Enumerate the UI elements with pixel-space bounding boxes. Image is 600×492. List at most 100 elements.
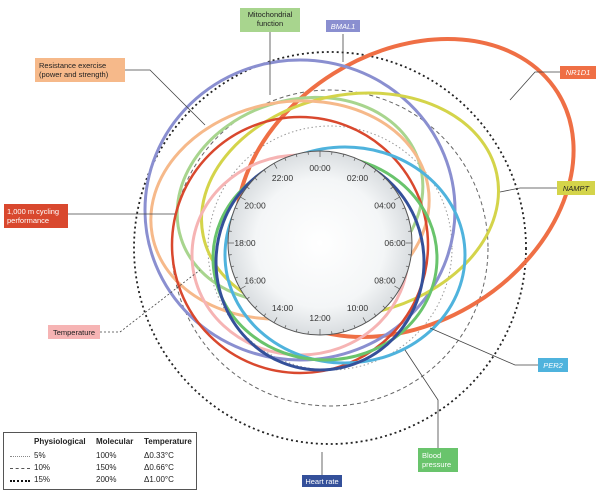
legend-header-physiological: Physiological bbox=[34, 437, 86, 446]
hour-label: 08:00 bbox=[374, 276, 396, 286]
legend-swatch-dotted bbox=[10, 456, 30, 457]
clock-tick bbox=[284, 157, 287, 161]
label-nampt: NAMPT bbox=[563, 184, 591, 193]
clock-tick bbox=[353, 325, 356, 329]
clock-tick bbox=[284, 325, 287, 329]
leader-nr1d1 bbox=[509, 71, 560, 101]
label-heart: Heart rate bbox=[305, 477, 338, 486]
leader-per2 bbox=[429, 327, 538, 366]
clock-tick bbox=[394, 285, 400, 290]
clock-tick bbox=[394, 196, 400, 201]
clock-tick bbox=[373, 169, 377, 173]
clock-tick bbox=[246, 296, 250, 300]
clock-tick bbox=[263, 169, 267, 173]
clock-tick bbox=[234, 276, 238, 279]
label-temperature: Temperature bbox=[53, 328, 95, 337]
clock-tick bbox=[405, 218, 409, 221]
label-box-per2 bbox=[538, 358, 568, 372]
clock-tick bbox=[273, 163, 278, 169]
legend-temp-033: Δ0.33°C bbox=[144, 451, 174, 460]
hour-label: 10:00 bbox=[347, 303, 369, 313]
clock-tick bbox=[382, 177, 386, 181]
clock-tick bbox=[295, 154, 298, 158]
hour-label: 20:00 bbox=[244, 201, 266, 211]
hour-label: 06:00 bbox=[384, 238, 406, 248]
clock-tick bbox=[342, 328, 345, 332]
hour-label: 02:00 bbox=[347, 173, 369, 183]
clock-tick bbox=[263, 313, 267, 317]
legend-row-dashed: 10% 150% Δ0.66°C bbox=[4, 463, 196, 474]
legend-row-heavy-dotted: 15% 200% Δ1.00°C bbox=[4, 475, 196, 486]
legend-molecular-150: 150% bbox=[96, 463, 117, 472]
clock-tick bbox=[254, 305, 258, 309]
legend-temp-066: Δ0.66°C bbox=[144, 463, 174, 472]
legend-header: Physiological Molecular Temperature bbox=[4, 437, 196, 448]
legend-temp-100: Δ1.00°C bbox=[144, 475, 174, 484]
label-box-bmal1 bbox=[326, 20, 360, 32]
legend-physio-5: 5% bbox=[34, 451, 46, 460]
hour-label: 04:00 bbox=[374, 201, 396, 211]
label-bmal1: BMAL1 bbox=[331, 22, 356, 31]
label-box-nr1d1 bbox=[560, 66, 596, 79]
legend-physio-10: 10% bbox=[34, 463, 51, 472]
label-box-blood bbox=[418, 448, 458, 472]
legend-header-molecular: Molecular bbox=[96, 437, 134, 446]
label-box-heart bbox=[302, 475, 342, 487]
clock-tick bbox=[402, 276, 406, 279]
clock-tick bbox=[295, 328, 298, 332]
clock-tick bbox=[353, 157, 356, 161]
label-box-mito bbox=[240, 8, 300, 32]
label-box-cycling bbox=[4, 204, 68, 228]
leader-resistance bbox=[125, 69, 206, 126]
hour-label: 22:00 bbox=[272, 173, 294, 183]
curve-cycling bbox=[170, 115, 430, 375]
label-nr1d1: NR1D1 bbox=[566, 68, 591, 77]
clock-tick bbox=[390, 296, 394, 300]
clock-tick bbox=[382, 305, 386, 309]
hour-label: 18:00 bbox=[234, 238, 256, 248]
label-box-resistance bbox=[35, 58, 125, 82]
clock-tick bbox=[246, 186, 250, 190]
legend-row-dotted: 5% 100% Δ0.33°C bbox=[4, 451, 196, 462]
clock-tick bbox=[362, 163, 367, 169]
clock-tick bbox=[273, 317, 278, 323]
leader-temperature bbox=[100, 269, 201, 333]
legend-molecular-200: 200% bbox=[96, 475, 117, 484]
label-box-temperature bbox=[48, 325, 100, 339]
leader-blood bbox=[404, 349, 439, 448]
label-resistance: Resistance exercise(power and strength) bbox=[39, 61, 109, 79]
clock-tick bbox=[342, 154, 345, 158]
clock-tick bbox=[254, 177, 258, 181]
scale-ring-5 bbox=[207, 125, 453, 371]
label-box-nampt bbox=[557, 181, 595, 195]
hour-label: 14:00 bbox=[272, 303, 294, 313]
hour-label: 16:00 bbox=[244, 276, 266, 286]
legend-swatch-dashed bbox=[10, 468, 30, 469]
clock-tick bbox=[240, 285, 246, 290]
scale-ring-10 bbox=[171, 89, 489, 407]
clock-tick bbox=[405, 265, 409, 268]
clock-tick bbox=[240, 196, 246, 201]
legend-molecular-100: 100% bbox=[96, 451, 117, 460]
curve-per2 bbox=[223, 145, 467, 365]
clock-tick bbox=[362, 317, 367, 323]
legend: Physiological Molecular Temperature 5% 1… bbox=[3, 432, 197, 490]
clock-tick bbox=[390, 186, 394, 190]
clock-tick bbox=[234, 207, 238, 210]
leader-nampt bbox=[499, 187, 557, 193]
scale-ring-15 bbox=[133, 51, 527, 445]
clock-tick bbox=[231, 265, 235, 268]
clock-tick bbox=[373, 313, 377, 317]
legend-physio-15: 15% bbox=[34, 475, 51, 484]
hour-label: 00:00 bbox=[309, 163, 331, 173]
label-per2: PER2 bbox=[543, 361, 563, 370]
legend-swatch-heavy-dotted bbox=[10, 480, 30, 482]
hour-label: 12:00 bbox=[309, 313, 331, 323]
clock-tick bbox=[402, 207, 406, 210]
clock-tick bbox=[231, 218, 235, 221]
legend-header-temperature: Temperature bbox=[144, 437, 192, 446]
